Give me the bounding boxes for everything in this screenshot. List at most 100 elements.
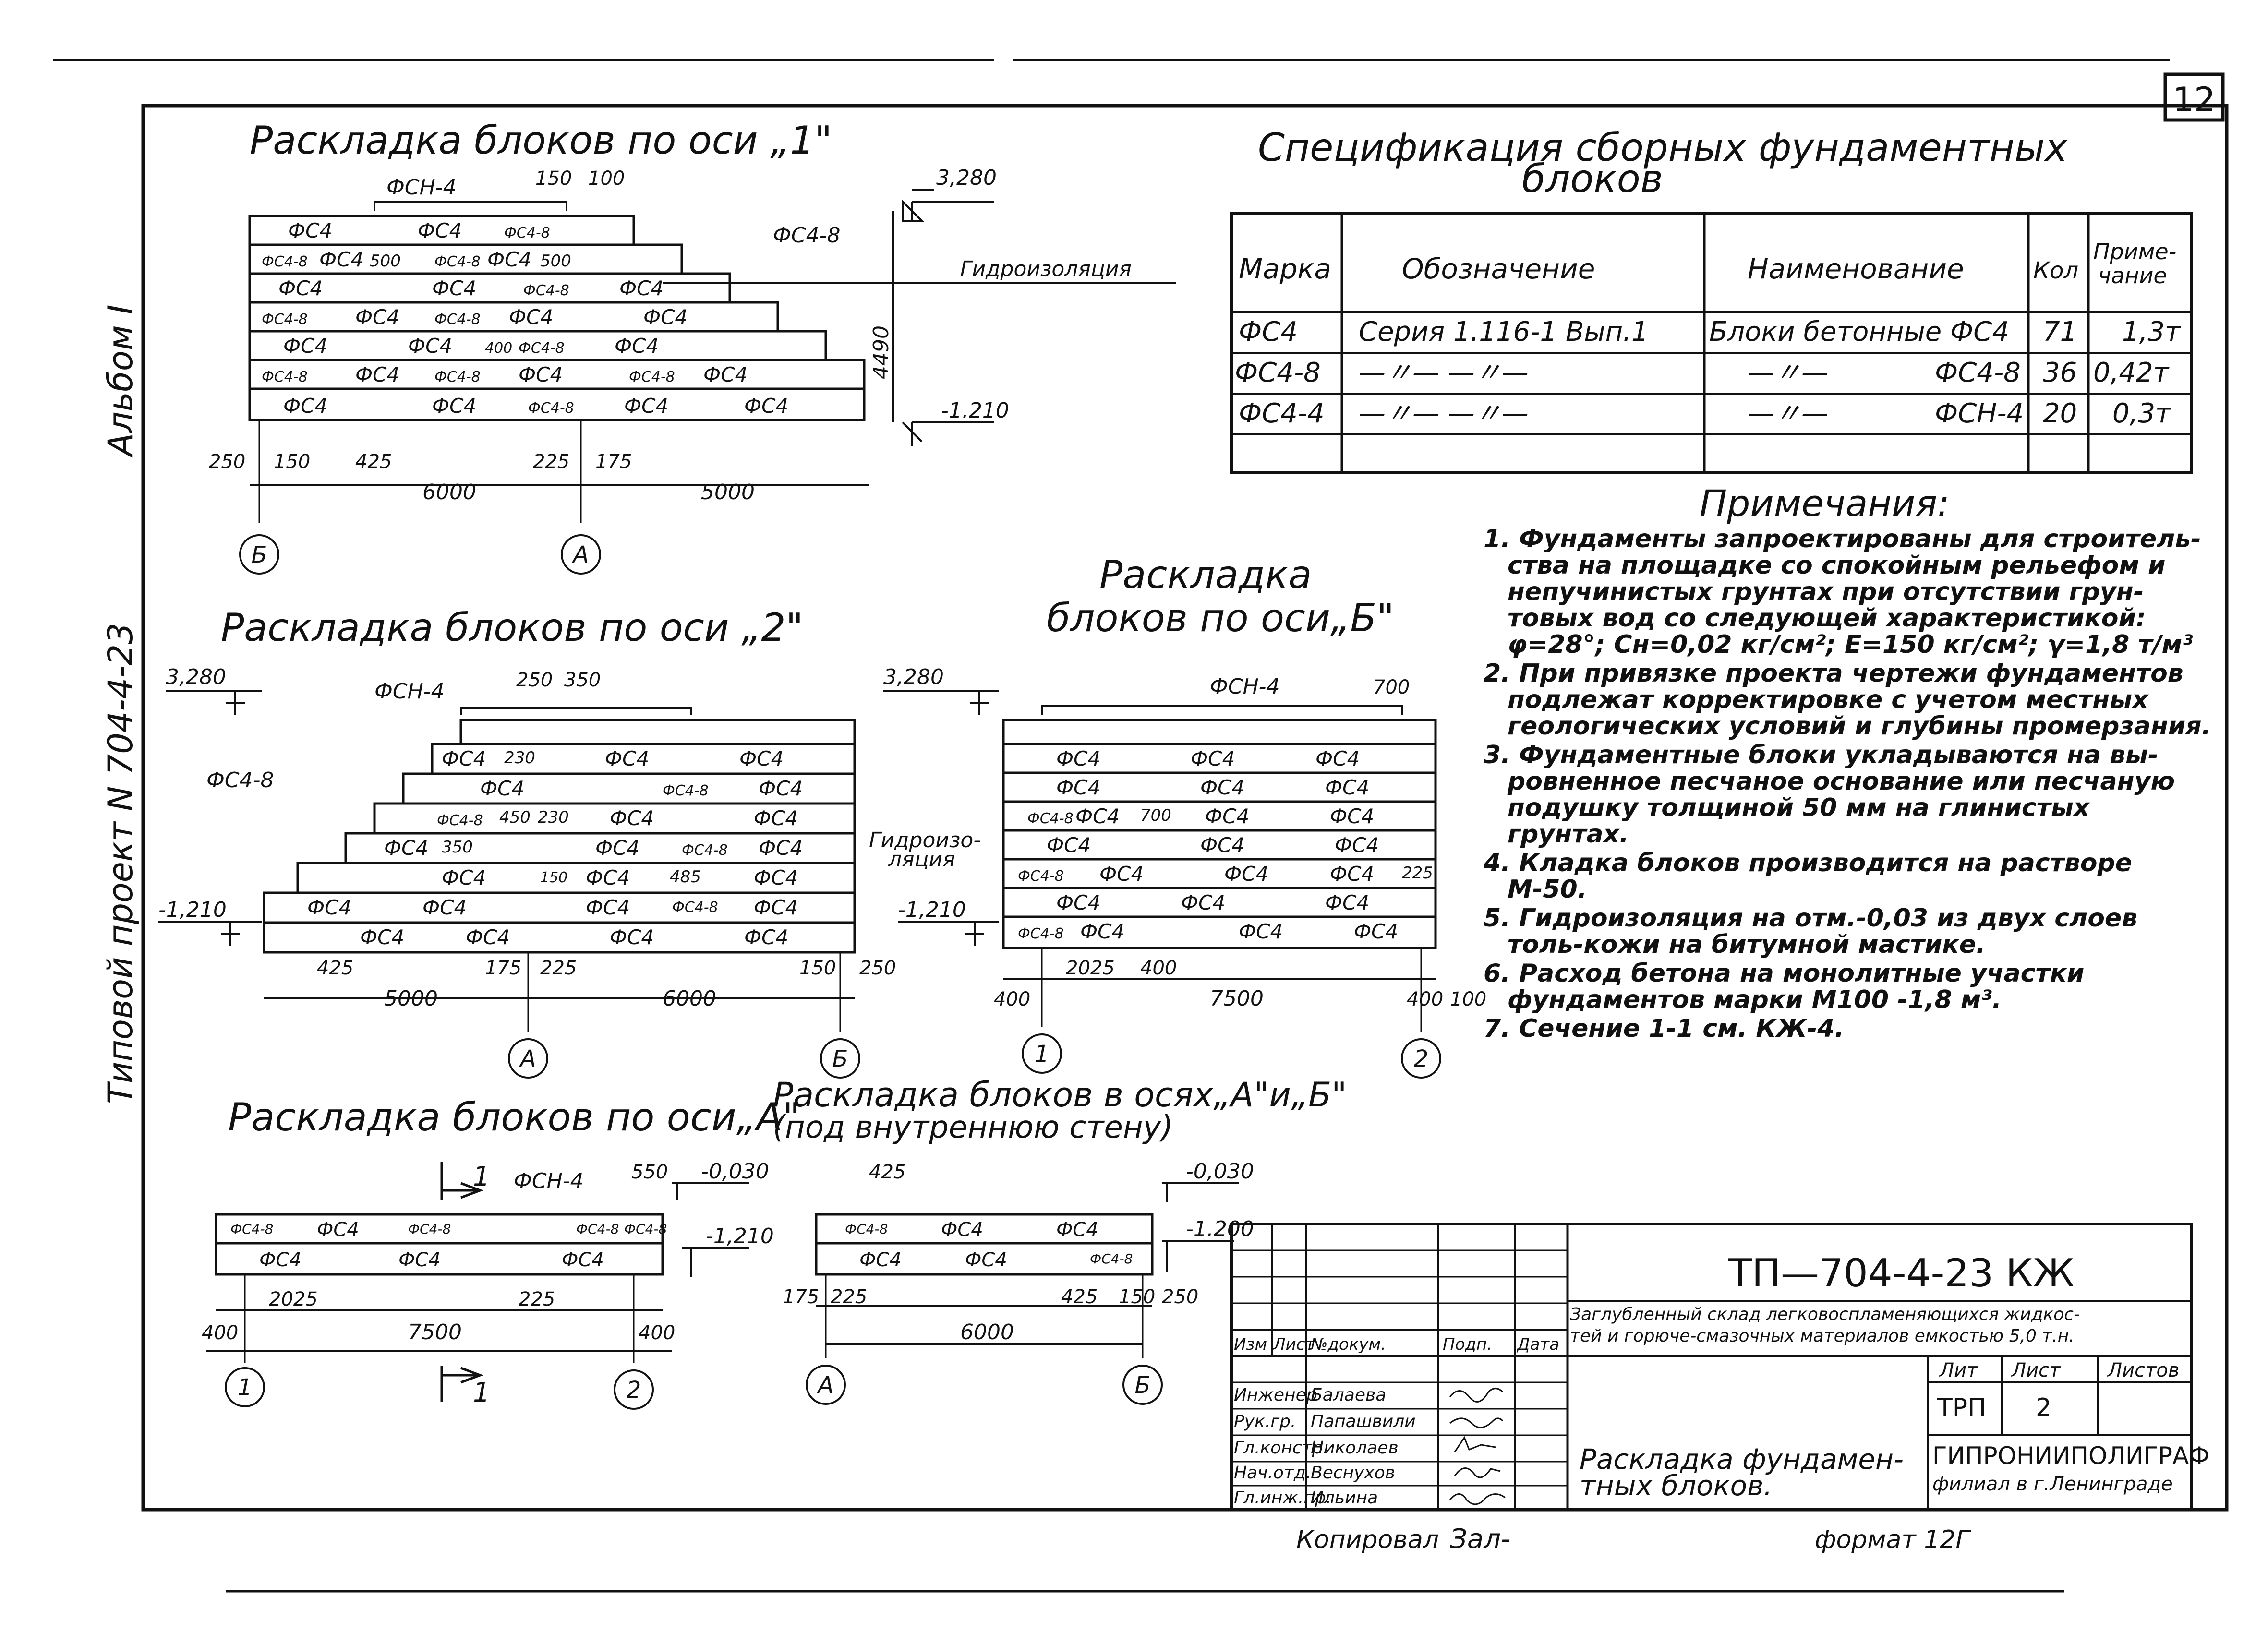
spec-r0-desig: Серия 1.116-1 Вып.1 (1359, 316, 1649, 348)
spec-r1-mark: ФС4-8 (1235, 357, 1321, 388)
aB-dim-3: 100 (1450, 988, 1486, 1010)
axisA-dim-400-right: 400 (639, 1322, 675, 1344)
axis1-span-right: 5000 (701, 480, 755, 504)
stamp-lit-label: Лит (1939, 1359, 1978, 1381)
aB-r6-3: ФС4 (1354, 920, 1398, 943)
notes-block: Примечания: 1. Фундаменты запроектирован… (1483, 482, 2211, 1043)
axis2-fs48-label: ФС4-8 (206, 768, 274, 792)
axisB-axis-right: 2 (1414, 1045, 1429, 1072)
a2-r5-4: ФС4 (754, 896, 798, 919)
axisAB-elev-bottom: -1.200 (1186, 1217, 1254, 1241)
note-line-4: φ=28°; Cн=0,02 кг/см²; E=150 кг/см²; γ=1… (1508, 630, 2193, 659)
aB-r6-1: ФС4 (1080, 920, 1124, 943)
a1-r3-3: ФС4 (509, 305, 553, 329)
stamp-p2-role: Гл.констр. (1234, 1438, 1328, 1458)
a2-r4-2: ФС4 (586, 866, 630, 889)
axisA-dim-2025: 2025 (269, 1288, 318, 1310)
a2-r3-3: ФС4-8 (682, 842, 728, 859)
aAB-dim-2: 425 (1061, 1286, 1098, 1308)
a2-r6-0: ФС4 (360, 925, 404, 949)
aB-r2-4: ФС4 (1330, 804, 1374, 828)
spec-h-desig: Обозначение (1402, 252, 1595, 285)
stamp-p3-name: Веснухов (1311, 1463, 1395, 1483)
a1-r4-0: ФС4 (283, 334, 327, 358)
stamp-h-date: Дата (1516, 1335, 1559, 1354)
a1-r1-5: 500 (540, 252, 571, 271)
aA-r1-1: ФС4 (317, 1219, 359, 1241)
note-line-17: фундаментов марки М100 -1,8 м³. (1508, 985, 2002, 1014)
note-line-3: товых вод со следующей характеристикой: (1508, 604, 2146, 633)
aAB-r1-0: ФС4-8 (845, 1221, 888, 1237)
stamp-p4-role: Гл.инж.пр. (1234, 1488, 1331, 1508)
a2-r6-2: ФС4 (610, 925, 654, 949)
aB-r3-2: ФС4 (1335, 833, 1379, 857)
aB-r4-0: ФС4-8 (1018, 868, 1064, 885)
a1-r4-4: ФС4 (615, 334, 659, 358)
axisAB-dim-425: 425 (869, 1161, 905, 1183)
axis1-axis-right: А (572, 541, 589, 568)
aB-r4-4: 225 (1402, 864, 1433, 883)
a1-r6-3: ФС4 (624, 394, 668, 418)
spec-r0-qty: 71 (2043, 316, 2077, 348)
stamp-sheet-label: Лист (2011, 1359, 2061, 1381)
aAB-dim-4: 250 (1162, 1286, 1198, 1308)
aB-r6-0: ФС4-8 (1018, 925, 1064, 942)
stamp-org-2: филиал в г.Ленинграде (1932, 1473, 2173, 1495)
axis1-layout: Раскладка блоков по оси „1" ФСН-4 150 10… (209, 118, 1176, 575)
aB-dim-0: 2025 (1066, 957, 1115, 979)
a2-dim-4: 250 (859, 957, 896, 979)
stamp-sheet-title-1: Раскладка фундамен- (1580, 1443, 1904, 1476)
note-line-6: подлежат корректировке с учетом местных (1508, 685, 2149, 714)
a2-r0-0: ФС4 (442, 747, 486, 770)
a2-r1-0: ФС4 (480, 777, 524, 800)
copied-label: Копировал (1296, 1525, 1439, 1554)
spec-r2-suffix: ФСН-4 (1935, 398, 2024, 429)
axisA-section-bottom: 1 (473, 1377, 490, 1408)
spec-table: Спецификация сборных фундаментных блоков… (1230, 125, 2193, 474)
axisA-layout: Раскладка блоков по оси„А" 1 ФСН-4 550 -… (202, 1095, 800, 1410)
spec-r2-desig: —〃— —〃— (1359, 398, 1529, 429)
spec-r2-qty: 20 (2043, 398, 2077, 429)
format-label: формат 12Г (1815, 1525, 1971, 1554)
aB-r2-1: ФС4 (1075, 804, 1120, 828)
sheet-frame (141, 104, 2229, 1512)
spec-h-note1: Приме- (2093, 239, 2176, 264)
note-line-15: толь-кожи на битумной мастике. (1508, 930, 1986, 959)
axis2-layout: Раскладка блоков по оси „2" 3,280 ФСН-4 … (158, 605, 896, 1079)
a2-r2-0: ФС4-8 (437, 812, 483, 829)
axis2-axis-right: Б (832, 1045, 848, 1072)
a1-r2-2: ФС4-8 (523, 282, 569, 299)
axisB-axis-left: 1 (1035, 1041, 1050, 1068)
stamp-p1-role: Рук.гр. (1234, 1412, 1296, 1431)
axisB-span: 7500 (1210, 986, 1264, 1011)
a2-r6-3: ФС4 (744, 925, 788, 949)
spec-r1-qty: 36 (2043, 357, 2077, 388)
note-line-10: подушку толщиной 50 мм на глинистых (1508, 793, 2090, 822)
aB-r1-2: ФС4 (1325, 776, 1369, 799)
aAB-r2-0: ФС4 (859, 1249, 902, 1271)
axis1-span-left: 6000 (422, 480, 476, 504)
a1-r1-1: ФС4 (319, 248, 363, 271)
a1-r1-2: 500 (370, 252, 401, 271)
a2-r5-2: ФС4 (586, 896, 630, 919)
axisA-span: 7500 (408, 1320, 462, 1344)
axis1-axis-left: Б (252, 541, 267, 568)
aB-r1-1: ФС4 (1200, 776, 1244, 799)
album-label: Альбом I (101, 304, 140, 458)
stamp-sheet-title-2: тных блоков. (1580, 1469, 1773, 1502)
signatures (1449, 1388, 1506, 1505)
axisB-dim-400-left: 400 (994, 988, 1030, 1010)
aAB-r2-1: ФС4 (965, 1249, 1007, 1271)
axisA-axis-left: 1 (238, 1374, 253, 1401)
axis1-dim-100: 100 (588, 168, 625, 190)
axis1-title: Раскладка блоков по оси „1" (250, 118, 832, 163)
axisB-elev-top: 3,280 (883, 665, 944, 689)
a1-r2-1: ФС4 (432, 276, 476, 300)
stamp-org-1: ГИПРОНИИПОЛИГРАФ (1932, 1442, 2209, 1470)
a1-r3-4: ФС4 (643, 305, 688, 329)
axisA-elev-top: -0,030 (701, 1159, 769, 1184)
stamp-h-doc: №докум. (1310, 1335, 1386, 1354)
aA-r2-0: ФС4 (259, 1249, 302, 1271)
stamp-p0-role: Инженер (1234, 1385, 1317, 1405)
aB-r0-0: ФС4 (1056, 747, 1100, 770)
